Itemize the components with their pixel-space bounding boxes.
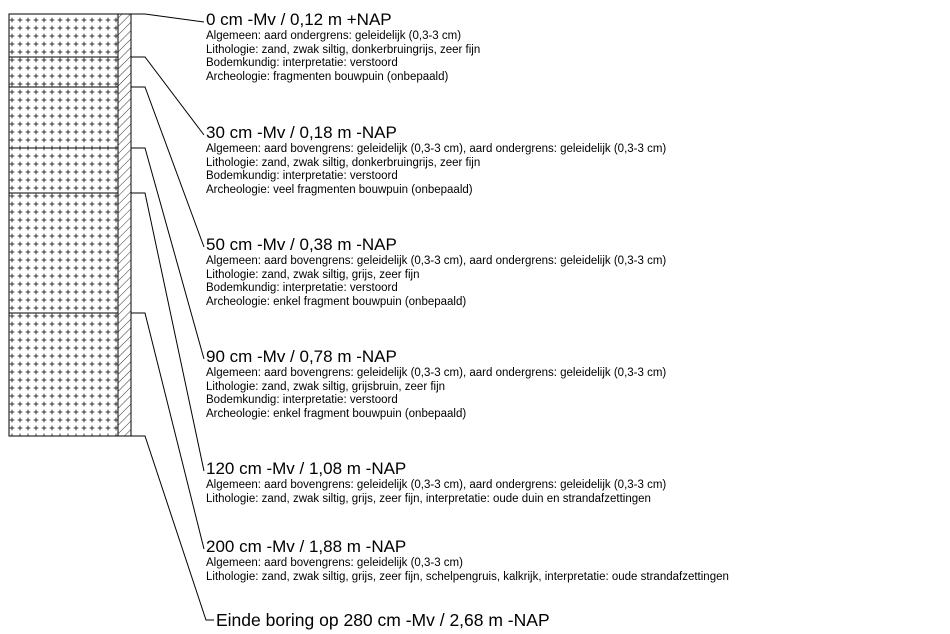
leader-line bbox=[131, 13, 205, 23]
layer-line: Lithologie: zand, zwak siltig, grijs, ze… bbox=[206, 570, 729, 583]
layer-description: 30 cm -Mv / 0,18 m -NAP Algemeen: aard b… bbox=[206, 123, 950, 197]
layer-line: Lithologie: zand, zwak siltig, grijs, ze… bbox=[206, 268, 420, 281]
layer-line: Algemeen: aard bovengrens: geleidelijk (… bbox=[206, 557, 463, 569]
layer-line: Bodemkundig: interpretatie: verstoord bbox=[206, 170, 398, 183]
layer-line: Lithologie: zand, zwak siltig, donkerbru… bbox=[206, 156, 481, 169]
layer-description: 200 cm -Mv / 1,88 m -NAP Algemeen: aard … bbox=[206, 537, 950, 584]
layer-depth-heading: 50 cm -Mv / 0,38 m -NAP bbox=[206, 235, 397, 254]
hatched-strip bbox=[117, 13, 132, 437]
layer-line: Archeologie: enkel fragment bouwpuin (on… bbox=[206, 407, 467, 420]
sand-pattern-layer bbox=[8, 56, 119, 88]
layer-line: Algemeen: aard bovengrens: geleidelijk (… bbox=[206, 367, 667, 379]
layer-line: Lithologie: zand, zwak siltig, donkerbru… bbox=[206, 43, 481, 56]
layer-line: Bodemkundig: interpretatie: verstoord bbox=[206, 57, 398, 70]
end-leader-line bbox=[131, 435, 214, 621]
layer-description: 90 cm -Mv / 0,78 m -NAP Algemeen: aard b… bbox=[206, 347, 950, 421]
sand-pattern-layer bbox=[8, 13, 119, 58]
leader-line bbox=[131, 86, 205, 248]
layer-depth-heading: 200 cm -Mv / 1,88 m -NAP bbox=[206, 537, 407, 556]
soil-column bbox=[8, 13, 132, 437]
layer-line: Algemeen: aard bovengrens: geleidelijk (… bbox=[206, 143, 667, 155]
layer-depth-heading: 90 cm -Mv / 0,78 m -NAP bbox=[206, 347, 397, 366]
end-of-boring-label: Einde boring op 280 cm -Mv / 2,68 m -NAP bbox=[216, 610, 550, 630]
sand-pattern-layer bbox=[8, 192, 119, 314]
layer-depth-heading: 120 cm -Mv / 1,08 m -NAP bbox=[206, 459, 407, 478]
layer-description: 50 cm -Mv / 0,38 m -NAP Algemeen: aard b… bbox=[206, 235, 950, 309]
layer-line: Archeologie: fragmenten bouwpuin (onbepa… bbox=[206, 70, 449, 83]
leader-line bbox=[131, 147, 205, 360]
layer-line: Algemeen: aard bovengrens: geleidelijk (… bbox=[206, 479, 667, 491]
layer-line: Archeologie: enkel fragment bouwpuin (on… bbox=[206, 295, 467, 308]
leader-line bbox=[131, 56, 205, 136]
leader-line bbox=[131, 192, 205, 472]
leader-line bbox=[131, 312, 205, 550]
layer-line: Lithologie: zand, zwak siltig, grijsbrui… bbox=[206, 380, 446, 393]
sand-pattern-layer bbox=[8, 86, 119, 149]
sand-pattern-layer bbox=[8, 312, 119, 437]
layer-depth-heading: 0 cm -Mv / 0,12 m +NAP bbox=[206, 10, 392, 29]
layer-line: Bodemkundig: interpretatie: verstoord bbox=[206, 394, 398, 407]
layer-description: 120 cm -Mv / 1,08 m -NAP Algemeen: aard … bbox=[206, 459, 950, 506]
leader-lines bbox=[131, 13, 214, 621]
layer-line: Algemeen: aard ondergrens: geleidelijk (… bbox=[206, 30, 462, 42]
layer-depth-heading: 30 cm -Mv / 0,18 m -NAP bbox=[206, 123, 397, 142]
layer-description: 0 cm -Mv / 0,12 m +NAP Algemeen: aard on… bbox=[206, 10, 950, 84]
layer-line: Archeologie: veel fragmenten bouwpuin (o… bbox=[206, 183, 473, 196]
layer-line: Lithologie: zand, zwak siltig, grijs, ze… bbox=[206, 492, 651, 505]
layer-line: Bodemkundig: interpretatie: verstoord bbox=[206, 282, 398, 295]
layer-line: Algemeen: aard bovengrens: geleidelijk (… bbox=[206, 255, 667, 267]
sand-pattern-layer bbox=[8, 147, 119, 194]
